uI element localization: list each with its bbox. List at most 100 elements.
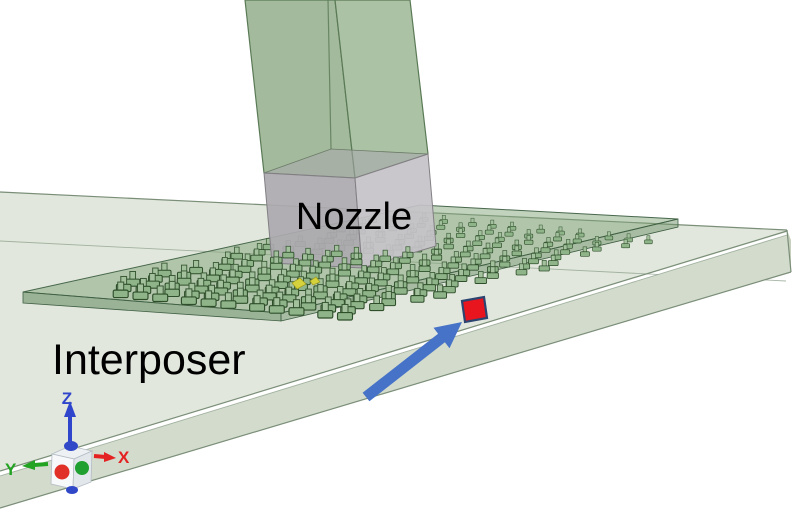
micro-bump xyxy=(484,225,494,235)
micro-bump xyxy=(250,248,263,262)
y-axis-arrowhead xyxy=(22,460,35,470)
micro-bump xyxy=(325,273,340,288)
micro-bump xyxy=(436,220,446,230)
micro-bump xyxy=(439,215,448,224)
micro-bump xyxy=(536,224,545,234)
micro-bump xyxy=(553,232,562,242)
yellow-marker-2 xyxy=(309,276,321,286)
y-axis-label: Y xyxy=(5,460,17,479)
micro-bump xyxy=(268,297,285,314)
micro-bump xyxy=(381,290,397,307)
triad-bottom-knob xyxy=(66,486,78,494)
micro-bump xyxy=(621,239,631,249)
micro-bump xyxy=(406,270,420,284)
micro-bump xyxy=(354,270,368,285)
micro-bump xyxy=(350,252,363,266)
substrate-right-edge xyxy=(786,229,792,273)
micro-bump xyxy=(435,267,448,280)
micro-bump xyxy=(504,227,514,237)
z-axis-label: Z xyxy=(62,389,72,408)
micro-bump xyxy=(572,234,582,244)
micro-bump xyxy=(257,266,272,282)
micro-bump xyxy=(492,237,502,248)
micro-bump xyxy=(538,259,550,272)
substrate-bottom-edge xyxy=(0,271,792,509)
micro-bump xyxy=(176,270,192,286)
micro-bump xyxy=(317,301,334,319)
micro-bump xyxy=(164,280,181,298)
micro-bump xyxy=(336,303,354,321)
micro-bump xyxy=(455,228,466,238)
nozzle-tip-right-face xyxy=(354,153,437,269)
nozzle-back-edge xyxy=(327,0,332,150)
y-axis-shaft xyxy=(33,462,49,467)
micro-bump xyxy=(410,287,425,303)
micro-bump xyxy=(189,259,204,275)
micro-bump xyxy=(528,253,539,265)
micro-bump xyxy=(379,249,392,262)
micro-bump xyxy=(540,242,551,253)
micro-bump xyxy=(286,263,300,278)
micro-bump xyxy=(288,299,305,316)
nozzle-label: Nozzle xyxy=(296,196,412,238)
micro-bump xyxy=(152,285,169,303)
micro-bump xyxy=(237,259,252,273)
micro-bump xyxy=(230,246,244,260)
substrate-near-edge-2 xyxy=(0,234,788,477)
micro-bump xyxy=(524,235,534,245)
micro-bump xyxy=(132,283,149,301)
micro-bump xyxy=(467,258,479,271)
bump-array-near xyxy=(112,244,590,321)
micro-bump xyxy=(443,238,454,250)
micro-bump xyxy=(180,288,197,305)
micro-bump xyxy=(244,277,260,293)
x-axis-label: X xyxy=(118,448,130,467)
micro-bump xyxy=(232,287,249,304)
micro-bump xyxy=(313,284,328,300)
nozzle-tip xyxy=(263,148,437,269)
micro-bump xyxy=(511,245,522,257)
micro-bump xyxy=(112,281,129,299)
micro-bump xyxy=(269,256,283,270)
micro-bump xyxy=(580,246,590,257)
micro-bump xyxy=(515,263,528,276)
micro-bump xyxy=(499,256,511,268)
micro-bump xyxy=(479,248,491,260)
micro-bump xyxy=(282,245,295,259)
micro-bump xyxy=(200,290,217,307)
substrate-near-edge xyxy=(0,230,788,472)
micro-bump xyxy=(433,284,448,299)
triad-green-dot xyxy=(75,461,89,475)
micro-bump xyxy=(447,256,460,269)
micro-bump xyxy=(486,266,499,279)
micro-bump xyxy=(300,294,317,311)
micro-bump xyxy=(393,280,408,295)
micro-bump xyxy=(366,260,380,274)
micro-bump xyxy=(454,269,468,282)
substrate-hidden-edge xyxy=(0,240,787,282)
yellow-marker-1 xyxy=(291,277,307,290)
x-axis-arrowhead xyxy=(104,452,116,462)
micro-bump xyxy=(318,255,331,269)
axis-triad-cube xyxy=(50,441,94,494)
yellow-markers xyxy=(291,276,321,290)
micro-bump xyxy=(518,257,531,270)
micro-bump xyxy=(468,217,477,227)
triad-top-knob xyxy=(64,441,78,451)
z-axis-arrowhead xyxy=(64,401,76,417)
micro-bump xyxy=(547,254,559,266)
micro-bump xyxy=(474,271,488,284)
micro-bump xyxy=(218,257,232,271)
micro-bump xyxy=(386,262,400,276)
highlight-cube xyxy=(460,295,489,324)
micro-bump xyxy=(592,241,602,252)
micro-bump xyxy=(330,244,343,257)
annotation-arrow xyxy=(362,322,462,402)
micro-bump xyxy=(298,253,312,267)
micro-bump xyxy=(644,235,653,245)
micro-bump xyxy=(431,249,443,261)
triad-red-dot xyxy=(54,464,70,480)
micro-bump xyxy=(338,263,351,277)
